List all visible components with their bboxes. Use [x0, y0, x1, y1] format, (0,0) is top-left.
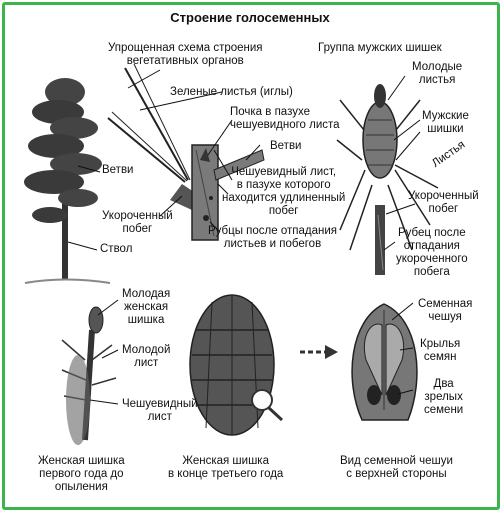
label-young-leaves: Молодые листья [412, 61, 463, 86]
label-male-group: Группа мужских шишек [318, 42, 442, 54]
label-seed-scale: Семенная чешуя [418, 298, 473, 323]
label-short-shoot-left: Укороченный побег [102, 210, 173, 235]
label-scale-leaf-small: Чешуевидный лист [122, 398, 198, 423]
label-trunk: Ствол [100, 243, 133, 255]
label-scale-leaf: Чешуевидный лист, в пазухе которого нахо… [222, 166, 346, 217]
shoot-schematic [107, 63, 265, 241]
label-scars: Рубцы после отпадания листьев и побегов [208, 225, 337, 250]
label-female-third-year: Женская шишка в конце третьего года [168, 455, 284, 480]
leader-lines [67, 69, 421, 405]
label-green-leaves: Зеленые листья (иглы) [170, 86, 293, 98]
label-young-female-cone: Молодая женская шишка [122, 288, 171, 326]
label-wings: Крылья семян [420, 338, 461, 363]
label-young-leaf: Молодой лист [122, 344, 171, 369]
label-short-shoot-right: Укороченный побег [408, 190, 479, 215]
label-scar-right: Рубец после отпадания укороченного побег… [396, 227, 468, 278]
arrow-icon [300, 345, 338, 359]
label-male-cones: Мужские шишки [422, 110, 469, 135]
mature-female-cone-illustration [189, 294, 284, 436]
label-scheme: Упрощенная схема строения вегетативных о… [108, 42, 263, 67]
seed-scale-illustration [351, 303, 418, 421]
label-female-first-year: Женская шишка первого года до опыления [38, 455, 125, 493]
male-cone-branch [336, 84, 439, 275]
diagram-title: Строение голосеменных [170, 10, 330, 25]
label-branches-mid: Ветви [270, 140, 302, 152]
young-female-cone-illustration [61, 306, 117, 445]
pine-tree-illustration [24, 78, 111, 284]
label-seed-scale-view: Вид семенной чешуи с верхней стороны [340, 455, 453, 480]
label-two-seeds: Два зрелых семени [424, 378, 464, 416]
label-branches-left: Ветви [102, 164, 134, 176]
label-bud: Почка в пазухе чешуевидного листа [230, 106, 340, 131]
